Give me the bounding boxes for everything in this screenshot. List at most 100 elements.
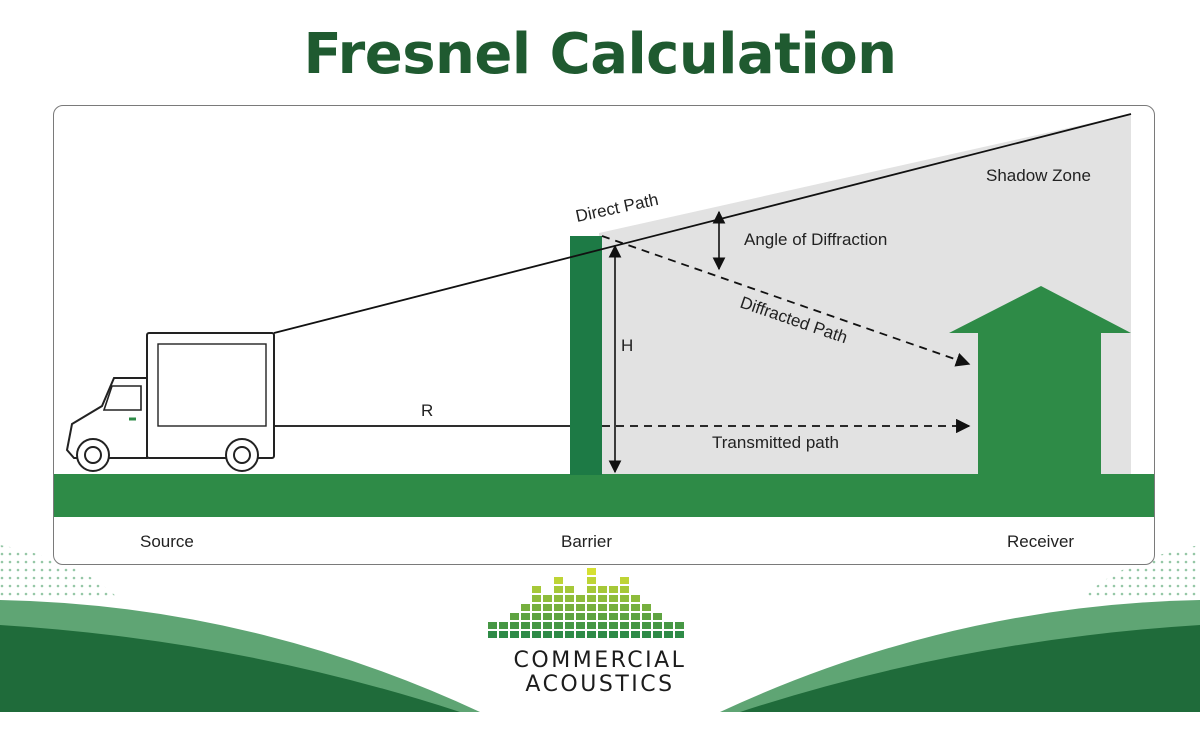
logo-bar-cell [587, 631, 596, 638]
logo-bar-cell [565, 631, 574, 638]
logo-bar-cell [631, 622, 640, 629]
logo-bar-cell [565, 613, 574, 620]
logo-bar-cell [510, 631, 519, 638]
logo-bar-cell [532, 631, 541, 638]
source-truck-icon [65, 332, 275, 472]
logo-bar-cell [642, 622, 651, 629]
commercial-acoustics-logo: COMMERCIAL ACOUSTICS [470, 568, 730, 698]
logo-bar-cell [598, 595, 607, 602]
logo-bar-cell [620, 622, 629, 629]
logo-bar-cell [675, 622, 684, 629]
height-label: H [621, 336, 633, 355]
logo-bar-cell [510, 622, 519, 629]
logo-bar-cell [620, 604, 629, 611]
logo-bar-cell [543, 595, 552, 602]
logo-bar-cell [631, 604, 640, 611]
distance-label: R [421, 401, 433, 420]
logo-bar-cell [532, 586, 541, 593]
logo-bar-cell [631, 631, 640, 638]
receiver-house [949, 286, 1131, 474]
logo-bar-cell [554, 622, 563, 629]
logo-bar-cell [653, 613, 662, 620]
logo-bar-cell [620, 631, 629, 638]
logo-bar-cell [631, 613, 640, 620]
logo-bar-cell [664, 631, 673, 638]
logo-bar-cell [488, 622, 497, 629]
logo-bar-cell [532, 604, 541, 611]
logo-bar-cell [642, 613, 651, 620]
logo-bar-cell [620, 595, 629, 602]
logo-bar-cell [565, 595, 574, 602]
logo-bar-cell [620, 577, 629, 584]
barrier-wall [570, 236, 602, 475]
logo-bar-cell [598, 604, 607, 611]
logo-bar-cell [587, 604, 596, 611]
transmitted-path-label: Transmitted path [712, 433, 839, 452]
logo-bar-cell [598, 631, 607, 638]
logo-bar-cell [488, 631, 497, 638]
logo-line-2: ACOUSTICS [525, 672, 675, 697]
logo-bar-cell [609, 595, 618, 602]
logo-bar-cell [609, 613, 618, 620]
receiver-label: Receiver [1007, 532, 1074, 551]
logo-bar-cell [587, 577, 596, 584]
logo-bar-cell [620, 613, 629, 620]
logo-bar-cell [532, 622, 541, 629]
logo-bar-cell [664, 622, 673, 629]
dot-pattern-right [1080, 545, 1200, 600]
logo-bar-cell [675, 631, 684, 638]
logo-bar-cell [554, 604, 563, 611]
logo-bar-cell [554, 595, 563, 602]
logo-bar-cell [510, 613, 519, 620]
logo-bar-cell [576, 613, 585, 620]
logo-bar-cell [609, 604, 618, 611]
logo-bar-cell [587, 595, 596, 602]
logo-bar-cell [499, 622, 508, 629]
logo-line-1: COMMERCIAL [513, 648, 687, 673]
logo-bar-cell [576, 622, 585, 629]
wave-left-dark [0, 625, 460, 712]
logo-bar-cell [565, 586, 574, 593]
logo-bar-cell [543, 613, 552, 620]
wave-right-dark [740, 625, 1200, 712]
logo-bar-cell [653, 631, 662, 638]
source-label: Source [140, 532, 194, 551]
barrier-label: Barrier [561, 532, 612, 551]
logo-bar-cell [554, 613, 563, 620]
direct-path-line [273, 113, 1132, 334]
logo-bar-cell [598, 622, 607, 629]
equalizer-bars-icon [488, 568, 684, 638]
page-title: Fresnel Calculation [303, 22, 897, 87]
dot-pattern-left [0, 545, 120, 600]
logo-bar-cell [642, 604, 651, 611]
logo-bar-cell [598, 586, 607, 593]
logo-bar-cell [598, 613, 607, 620]
logo-bar-cell [499, 631, 508, 638]
logo-bar-cell [576, 631, 585, 638]
logo-bar-cell [554, 577, 563, 584]
logo-bar-cell [554, 631, 563, 638]
logo-bar-cell [543, 631, 552, 638]
logo-bar-cell [653, 622, 662, 629]
diagram-panel: Direct Path Shadow Zone Angle of Diffrac… [53, 105, 1155, 565]
logo-bar-cell [521, 622, 530, 629]
shadow-zone-label: Shadow Zone [986, 166, 1091, 185]
logo-bar-cell [587, 613, 596, 620]
logo-bar-cell [576, 604, 585, 611]
logo-bar-cell [609, 631, 618, 638]
logo-bar-cell [543, 604, 552, 611]
logo-bar-cell [521, 631, 530, 638]
logo-bar-cell [587, 568, 596, 575]
direct-path-label: Direct Path [574, 190, 660, 226]
logo-bar-cell [587, 622, 596, 629]
angle-of-diffraction-label: Angle of Diffraction [744, 230, 887, 249]
diffracted-path-line [601, 235, 971, 367]
logo-bar-cell [631, 595, 640, 602]
logo-bar-cell [565, 622, 574, 629]
logo-bar-cell [532, 613, 541, 620]
logo-bar-cell [609, 586, 618, 593]
ground [54, 474, 1154, 517]
logo-bar-cell [521, 613, 530, 620]
logo-bar-cell [543, 622, 552, 629]
